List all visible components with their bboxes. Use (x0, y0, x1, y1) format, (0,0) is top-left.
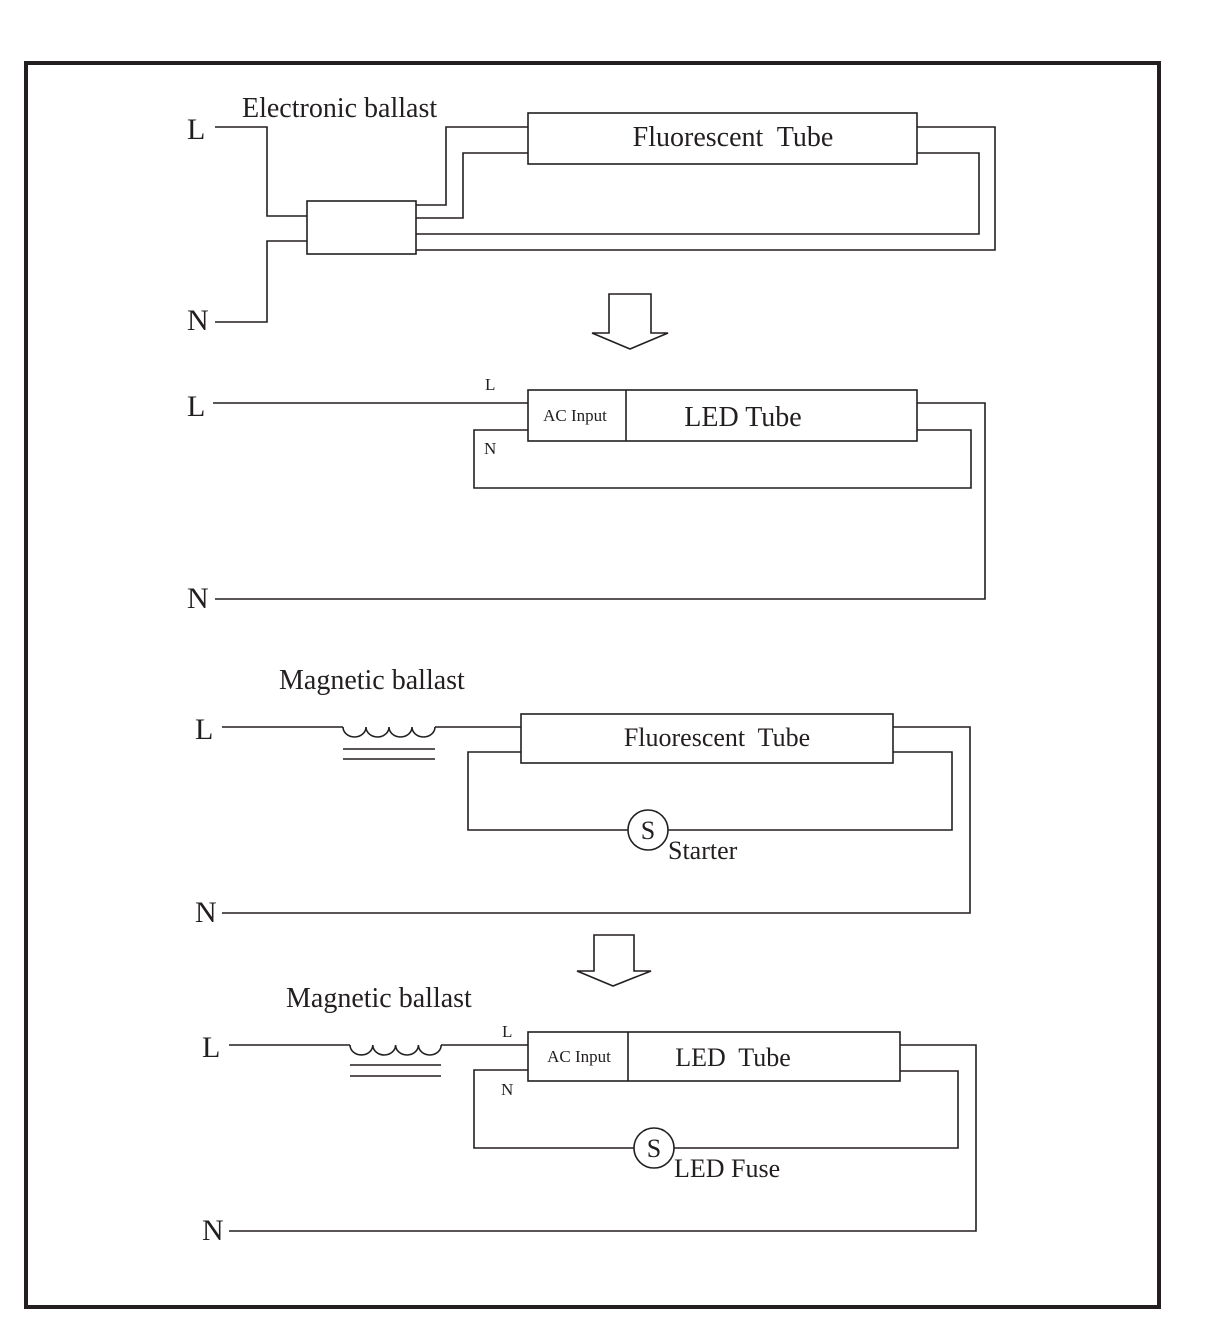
ac-input-label: AC Input (547, 1047, 611, 1066)
neutral-label: N (202, 1214, 224, 1247)
fuse-wire (473, 1069, 634, 1149)
starter-wire (467, 751, 628, 831)
section-magnetic-led: Magnetic ballast L N L N S LED Fuse AC I… (202, 983, 977, 1247)
tube-label: LED Tube (684, 402, 801, 433)
down-arrow-icon (576, 934, 652, 987)
starter-symbol: S (641, 816, 655, 845)
input-l-label: L (502, 1022, 512, 1041)
inductor-coil-icon (342, 726, 436, 738)
starter-icon (627, 809, 669, 851)
output-wire (416, 126, 996, 251)
ac-input-label: AC Input (543, 406, 607, 425)
section-electronic-fluorescent: Electronic ballast L N Fluorescent Tube (187, 93, 996, 337)
section-title: Magnetic ballast (279, 665, 465, 696)
neutral-label: N (187, 304, 209, 337)
tube-label: LED Tube (675, 1043, 791, 1072)
line-label: L (187, 113, 205, 146)
neutral-wire (229, 1044, 977, 1232)
electronic-ballast-box (306, 200, 417, 255)
starter-label: Starter (668, 836, 738, 865)
input-l-label: L (485, 375, 495, 394)
line-label: L (202, 1031, 220, 1064)
neutral-wire (215, 240, 307, 323)
diagram-frame (24, 61, 1161, 1309)
neutral-wire (215, 402, 986, 600)
down-arrow-icon (591, 293, 669, 350)
starter-wire (668, 751, 953, 831)
neutral-wire (222, 726, 971, 914)
output-wire (416, 152, 980, 235)
line-wire (215, 126, 307, 217)
neutral-label: N (187, 582, 209, 615)
led-tube (527, 1031, 901, 1082)
bypass-loop-wire (473, 429, 972, 489)
input-n-label: N (484, 439, 496, 458)
line-label: L (195, 713, 213, 746)
input-n-label: N (501, 1080, 513, 1099)
tube-label: Fluorescent Tube (624, 723, 810, 752)
led-tube (527, 389, 918, 442)
fuse-symbol: S (647, 1134, 661, 1163)
fuse-wire (674, 1070, 959, 1149)
line-label: L (187, 390, 205, 423)
section-electronic-led: L N L N AC Input LED Tube (187, 375, 986, 615)
fuse-label: LED Fuse (674, 1154, 780, 1183)
fluorescent-tube (520, 713, 894, 764)
output-wire (416, 126, 528, 206)
fuse-icon (633, 1127, 675, 1169)
section-title: Magnetic ballast (286, 983, 472, 1014)
section-magnetic-fluorescent: Magnetic ballast L N S Starter Fluoresce… (195, 665, 971, 929)
output-wire (416, 152, 528, 219)
tube-label: Fluorescent Tube (633, 122, 834, 153)
fluorescent-tube (527, 112, 918, 165)
inductor-coil-icon (349, 1044, 442, 1056)
section-title: Electronic ballast (242, 93, 437, 124)
neutral-label: N (195, 896, 217, 929)
